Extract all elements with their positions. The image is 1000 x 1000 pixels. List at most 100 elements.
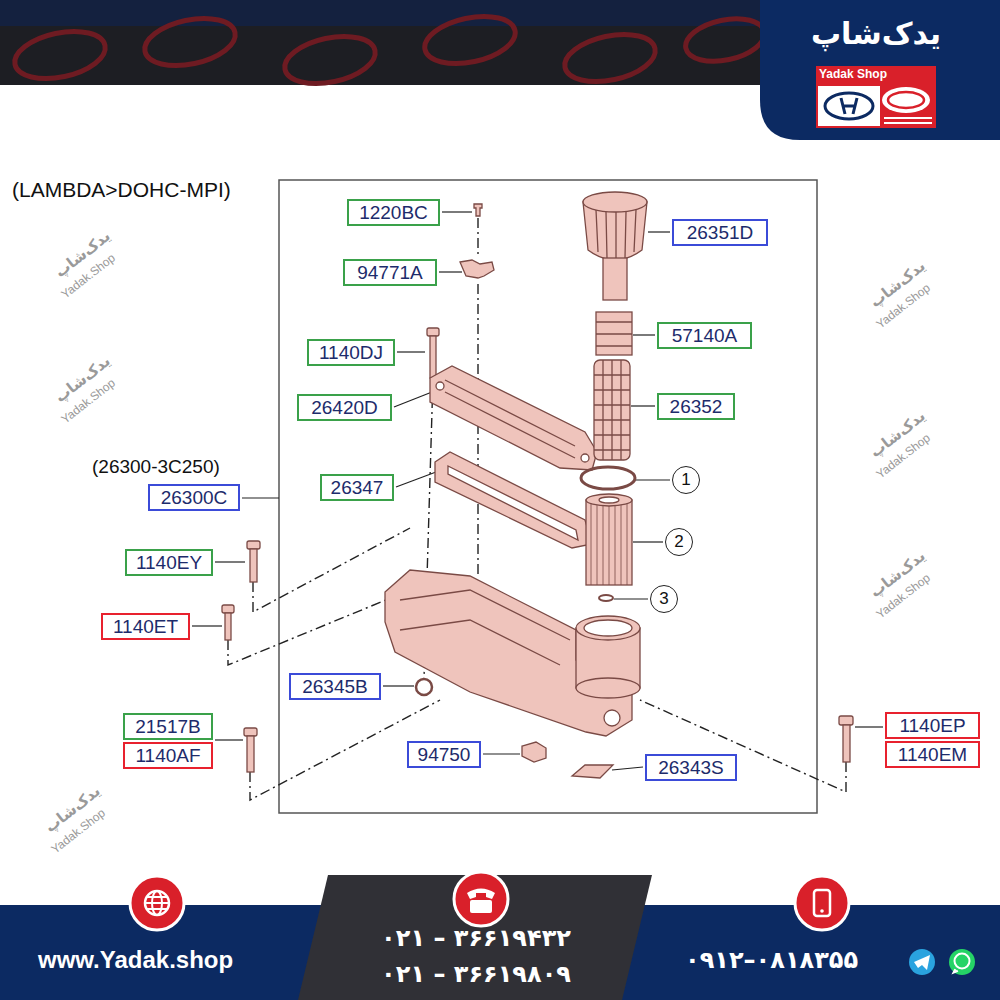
contact-icons-shape [909, 949, 935, 975]
part-number-box: 1220BC [347, 199, 440, 226]
leader-lines-shape [215, 739, 243, 740]
contact-icons-shape [145, 897, 169, 909]
contact-icons-shape [955, 954, 970, 969]
part-number: 26345B [302, 676, 368, 697]
part-drawings-shape [522, 742, 546, 762]
part-number-box: 57140A [657, 322, 752, 349]
contact-icons-shape [470, 900, 492, 913]
part-number-box: 1140AF [123, 742, 213, 769]
dash-dot-lines-shape [228, 595, 398, 665]
contact-icons-shape [914, 955, 930, 970]
dash-dot-lines-shape [477, 218, 478, 255]
part-drawings-shape [427, 328, 439, 336]
part-drawings-shape [416, 679, 432, 695]
logo-pattern-shape [10, 24, 109, 86]
leader-lines-shape [612, 767, 643, 770]
part-number: 57140A [672, 325, 738, 346]
logo-panel-shape [825, 93, 873, 119]
logo-text: Yadak Shop [819, 67, 887, 81]
part-drawings [222, 192, 853, 778]
leader-lines-shape [633, 334, 655, 335]
leader-lines-shape [397, 351, 425, 352]
part-number: 21517B [135, 716, 201, 737]
part-drawings-shape [604, 710, 620, 726]
phone-number: ۰۲۱ – ۳۶۶۱۹۴۳۲ [381, 924, 571, 953]
part-number: 26343S [658, 757, 724, 778]
contact-icons [130, 872, 975, 975]
leader-lines-shape [614, 598, 648, 599]
leader-lines-shape [631, 405, 655, 406]
part-drawings-shape [474, 204, 482, 216]
part-drawings-shape [591, 500, 627, 585]
contact-icons-shape [953, 969, 958, 973]
part-drawings-shape [581, 467, 635, 489]
part-drawings-shape [596, 312, 632, 355]
leader-lines-shape [483, 753, 520, 754]
logo-pattern-shape [420, 9, 519, 71]
part-number-box: 26352 [657, 393, 735, 420]
dash-dot-lines-shape [477, 284, 478, 578]
part-number-box: 1140ET [101, 613, 190, 640]
part-number: 1140AF [135, 745, 200, 766]
contact-icons-shape [795, 876, 849, 930]
section-heading: (LAMBDA>DOHC-MPI) [12, 177, 231, 202]
part-number-box: 1140EY [125, 549, 213, 576]
leader-lines-shape [192, 625, 222, 626]
part-number-box: 26343S [645, 754, 737, 781]
part-drawings-shape [594, 360, 630, 460]
logo-pattern-shape [140, 11, 239, 73]
logo-panel-shape [816, 66, 936, 128]
part-drawings-shape [400, 590, 570, 665]
part-number: 1140DJ [319, 342, 383, 363]
part-drawings-shape [460, 260, 494, 278]
leader-lines-shape [636, 479, 670, 480]
leader-lines-shape [855, 726, 883, 727]
callout-number: 2 [674, 532, 683, 551]
part-number-box: 26351D [672, 219, 768, 246]
leader-lines-shape [439, 271, 462, 272]
contact-icons-shape [820, 909, 824, 913]
part-drawings-shape [596, 322, 632, 346]
part-drawings-shape [586, 494, 632, 506]
part-number-box: 1140EM [885, 741, 980, 768]
part-number: 94750 [418, 744, 471, 765]
leader-lines-shape [242, 497, 279, 498]
logo-panel-shape [888, 92, 924, 108]
part-drawings-shape [584, 620, 632, 636]
part-drawings-shape [839, 716, 853, 725]
part-drawings-shape [843, 725, 850, 762]
part-drawings-shape [583, 192, 647, 212]
part-drawings-shape [247, 736, 254, 772]
contact-icons-shape [467, 889, 495, 900]
logo-panel-shape [882, 87, 930, 113]
part-drawings-shape [222, 605, 234, 613]
frame [279, 180, 817, 813]
part-number-box: 26420D [297, 394, 392, 421]
part-drawings-shape [448, 466, 578, 540]
part-drawings-shape [576, 616, 640, 640]
part-number: 1140EM [898, 744, 967, 765]
part-number-box: 94750 [407, 741, 481, 768]
part-drawings-shape [586, 500, 632, 585]
part-drawings-shape [436, 382, 444, 390]
logo-pattern-shape [560, 27, 659, 89]
callout-number: 3 [659, 589, 668, 608]
logo-panel-shape [760, 0, 1000, 140]
part-drawings-shape [572, 765, 613, 778]
part-number-box: 1140EP [885, 712, 980, 739]
part-drawings-shape [244, 728, 257, 736]
part-number: 1220BC [359, 202, 428, 223]
part-number: 1140EY [136, 552, 202, 573]
part-number: 26352 [670, 396, 723, 417]
dash-dot-lines-shape [640, 700, 846, 792]
logo-panel-shape [818, 86, 880, 126]
part-number: 26351D [687, 222, 754, 243]
phone-number: ۰۲۱ – ۳۶۶۱۹۸۰۹ [381, 960, 571, 989]
contact-icons-shape [454, 872, 508, 926]
leader-lines [192, 212, 883, 770]
part-drawings-shape [435, 452, 592, 548]
leader-lines-shape [394, 392, 432, 407]
logo-panel-shape [884, 118, 932, 123]
part-drawings-shape [225, 613, 231, 640]
